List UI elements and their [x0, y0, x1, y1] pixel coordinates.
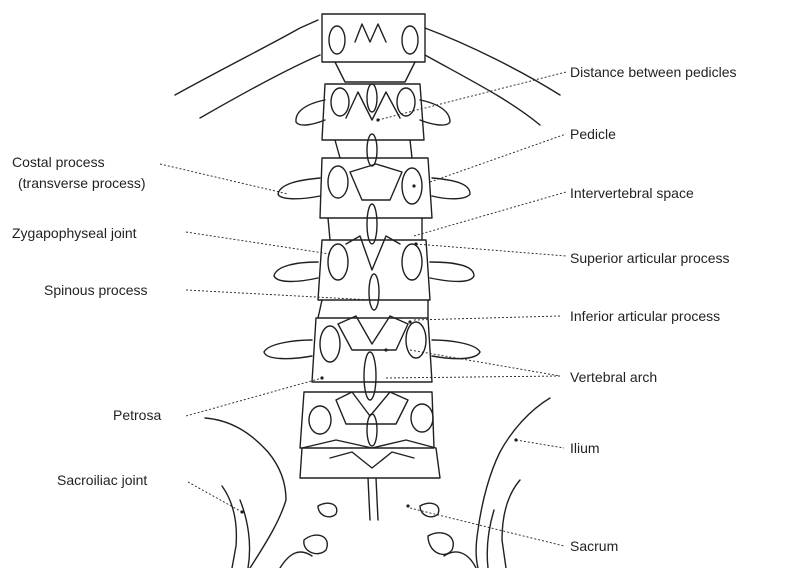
l3-spinous-upper	[367, 204, 377, 244]
sacral-foramen-right-2	[428, 533, 453, 555]
l4-transverse-right	[432, 340, 480, 359]
l1-spinous	[367, 84, 377, 112]
dot-ilium	[514, 438, 517, 441]
sacrum-promontory	[330, 452, 414, 468]
sacrum-lower-left	[280, 552, 312, 568]
vertebra-l3-body	[318, 240, 430, 300]
right-rib-inner	[425, 55, 540, 125]
dot-petrosa	[320, 376, 323, 379]
l3-pedicle-left	[328, 244, 348, 280]
dot-pedicle	[412, 184, 415, 187]
leader-petrosa	[186, 378, 322, 416]
dot-superior-articular	[414, 242, 417, 245]
sacroiliac-right	[487, 510, 494, 568]
label-inferior-articular-process: Inferior articular process	[570, 308, 720, 324]
leader-sacroiliac-joint	[188, 482, 242, 512]
dot-vertebral-arch	[384, 348, 387, 351]
l3-arch	[346, 236, 400, 270]
l2-transverse-right	[432, 178, 470, 199]
leader-superior-articular-process	[416, 244, 566, 256]
t12-lower-arch	[335, 62, 415, 82]
sacral-foramen-left-2	[304, 535, 327, 554]
l2-spinous	[367, 134, 377, 166]
dot-sacrum	[406, 504, 409, 507]
leader-pedicle	[430, 134, 566, 182]
dot-inferior-articular	[408, 320, 411, 323]
l1-l2-link	[335, 140, 412, 158]
t12-pedicle-left	[329, 26, 345, 54]
l1-pedicle-left	[331, 88, 349, 116]
sacral-foramen-left-1	[318, 503, 337, 517]
label-zygapophyseal-joint: Zygapophyseal joint	[12, 225, 137, 241]
right-ilium-inner	[502, 480, 520, 568]
left-ilium-inner	[222, 486, 236, 568]
leader-costal-process	[160, 164, 288, 194]
l2-pedicle-left	[328, 166, 348, 198]
left-ilium	[205, 418, 286, 568]
label-spinous-process: Spinous process	[44, 282, 148, 298]
l5-arch	[336, 392, 408, 424]
leader-vertebral-arch-1	[410, 350, 560, 376]
l1-arch	[346, 92, 400, 120]
l4-transverse-left	[264, 340, 312, 359]
l3-pedicle-right	[402, 244, 422, 280]
label-sacrum: Sacrum	[570, 538, 618, 554]
left-rib-outer	[175, 20, 318, 95]
leader-vertebral-arch-2	[386, 376, 560, 378]
t12-pedicle-right	[402, 26, 418, 54]
leader-spinous-process	[186, 290, 372, 300]
l5-pedicle-left	[309, 406, 331, 434]
l1-pedicle-right	[397, 88, 415, 116]
l5-spinous	[367, 414, 377, 446]
l3-transverse-left	[274, 262, 318, 282]
l4-spinous	[364, 352, 376, 400]
label-sacroiliac-joint: Sacroiliac joint	[57, 472, 147, 488]
label-vertebral-arch: Vertebral arch	[570, 369, 657, 385]
l4-pedicle-left	[320, 326, 340, 362]
label-transverse-process: (transverse process)	[18, 175, 146, 191]
l1-transverse-right	[420, 100, 450, 125]
l3-spinous	[369, 274, 379, 310]
sacrum-median-crest	[368, 478, 378, 520]
leader-inferior-articular-process	[414, 316, 560, 320]
label-intervertebral-space: Intervertebral space	[570, 185, 694, 201]
leader-sacrum	[410, 508, 564, 546]
l3-transverse-right	[430, 262, 474, 282]
l2-l3-link	[328, 218, 422, 240]
leader-intervertebral-space	[414, 192, 566, 236]
label-pedicle: Pedicle	[570, 126, 616, 142]
t12-spinous	[355, 24, 386, 42]
sacral-foramen-right-1	[420, 503, 439, 517]
dot-distance-between-pedicles	[376, 118, 379, 121]
sacroiliac-left	[240, 500, 250, 568]
dot-sacroiliac	[240, 510, 243, 513]
sacrum-lower-right	[444, 552, 476, 568]
label-superior-articular-process: Superior articular process	[570, 250, 730, 266]
l2-arch	[350, 164, 402, 200]
l2-transverse-left	[278, 178, 320, 199]
l5-pedicle-right	[411, 404, 433, 432]
right-rib-outer	[425, 28, 560, 95]
vertebra-t12-body	[322, 14, 425, 62]
l1-transverse-left	[296, 100, 325, 125]
label-petrosa: Petrosa	[113, 407, 161, 423]
label-costal-process: Costal process	[12, 154, 105, 170]
vertebra-l5-body	[300, 392, 434, 448]
leader-zygapophyseal-joint	[186, 232, 330, 254]
label-distance-between-pedicles: Distance between pedicles	[570, 64, 737, 80]
leader-ilium	[516, 440, 564, 448]
l4-arch	[338, 316, 408, 350]
l2-pedicle-right	[402, 168, 422, 204]
label-ilium: Ilium	[570, 440, 600, 456]
